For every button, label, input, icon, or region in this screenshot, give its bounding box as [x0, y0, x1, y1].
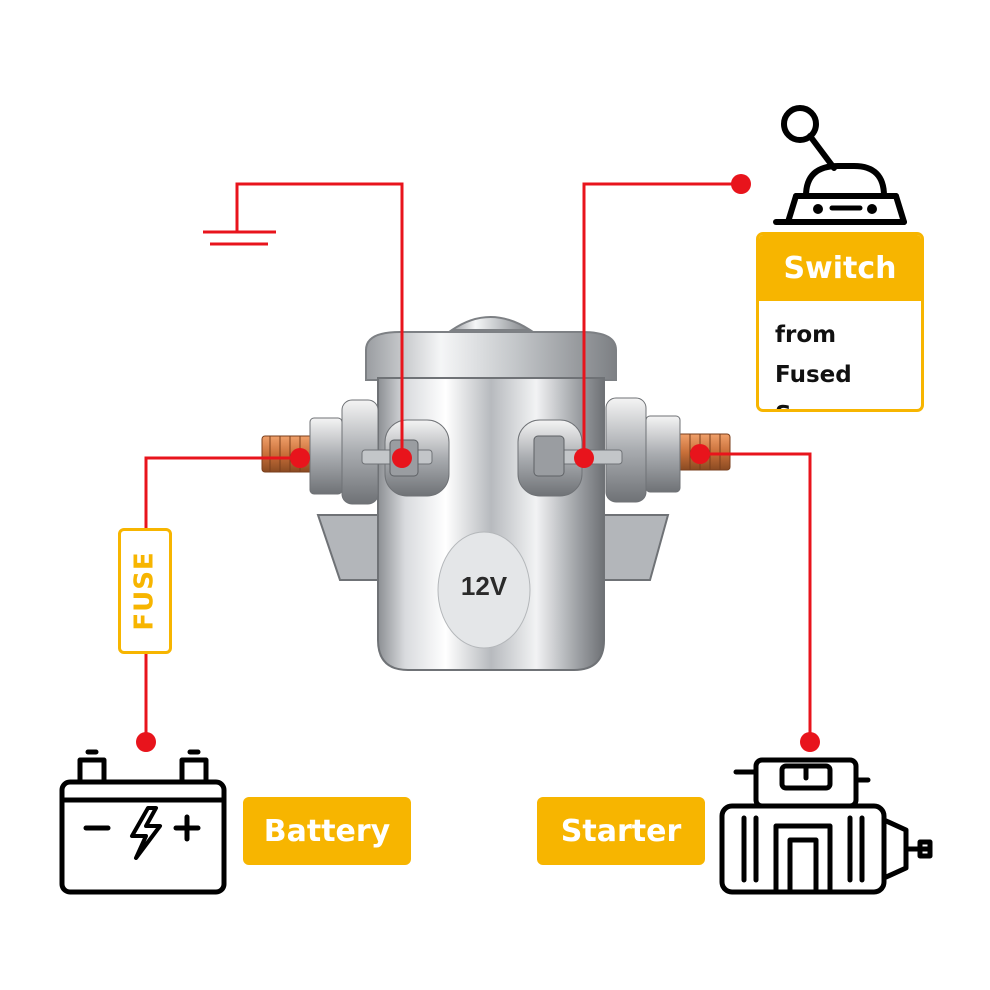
- large-terminal-right: [605, 397, 731, 503]
- dot-large-terminal-right: [690, 444, 710, 464]
- fuse-box: FUSE: [118, 528, 172, 654]
- solenoid-voltage: 12V: [461, 571, 508, 601]
- solenoid-rim: [365, 331, 617, 381]
- solenoid-cap: [448, 316, 534, 331]
- battery-icon: [59, 749, 227, 895]
- ground-icon: [203, 230, 276, 246]
- wire-battery: [144, 456, 300, 528]
- dot-starter: [800, 732, 820, 752]
- dot-switch: [731, 174, 751, 194]
- wire-starter: [700, 452, 812, 742]
- wire-switch: [582, 182, 741, 458]
- mounting-tab-left: [316, 514, 379, 581]
- starter-motor-icon: [719, 757, 933, 895]
- switch-description: from Fused Source: [775, 322, 864, 409]
- mounting-tab-right: [599, 514, 670, 581]
- voltage-label-disc: [437, 531, 531, 649]
- wire-endpoints: [136, 174, 820, 752]
- dot-small-terminal-left: [392, 448, 412, 468]
- switch-label: Switch: [759, 235, 921, 301]
- large-terminal-left: [261, 399, 379, 505]
- dot-large-terminal-left: [290, 448, 310, 468]
- fuse-label: FUSE: [130, 551, 161, 631]
- lever-switch-icon: [773, 105, 907, 225]
- switch-card: Switch from Fused Source: [756, 232, 924, 412]
- wire-ground: [235, 182, 404, 458]
- small-terminal-right: [517, 419, 623, 497]
- dot-battery: [136, 732, 156, 752]
- battery-label: Battery: [243, 797, 411, 865]
- wires: [144, 182, 812, 742]
- starter-label: Starter: [537, 797, 705, 865]
- dot-small-terminal-right: [574, 448, 594, 468]
